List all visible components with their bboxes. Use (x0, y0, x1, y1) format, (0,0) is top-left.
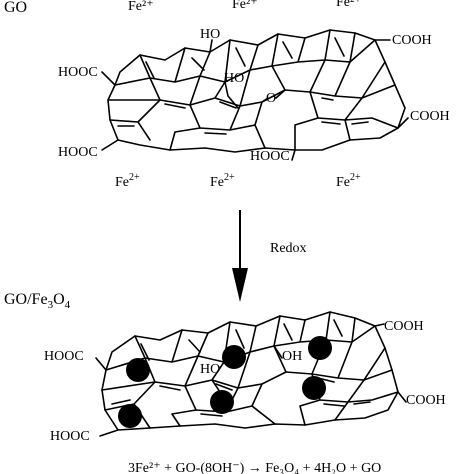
go-fe3o4-oh-bond (273, 345, 283, 359)
fe-ion-bottom-2-charge: 2+ (224, 172, 235, 183)
fe-ion-bottom-1-symbol: Fe (115, 175, 129, 190)
fe3o4-particle-4 (118, 404, 142, 428)
go-fe3o4-label-sub1: 3 (48, 299, 54, 311)
go-o-bridge-bonds (261, 89, 286, 103)
go-sheet-rings-row1 (139, 29, 376, 83)
go-cooh-bond-right (397, 117, 409, 129)
svg-text:Fe2+: Fe2+ (210, 172, 235, 190)
go-fe3o4-ho-mid: HO (200, 362, 220, 377)
redox-arrow-head (232, 268, 248, 302)
go-fe3o4-hooc-bond-left (95, 357, 107, 371)
go-fe3o4-rings-row3 (104, 373, 399, 429)
go-fe3o4-sheet-structure (95, 311, 407, 437)
fe-ion-bottom-3: Fe2+ (336, 172, 361, 190)
redox-label: Redox (270, 241, 307, 256)
go-fe3o4-label-prefix: GO/Fe (4, 291, 48, 308)
go-hooc-bottom-mid: HOOC (250, 149, 290, 164)
go-fe3o4-label-sub2: 4 (65, 299, 71, 311)
go-sheet-structure (101, 29, 409, 161)
fe-ion-bottom-1-charge: 2+ (129, 172, 140, 183)
fe-ion-top-3: Fe²⁺ (336, 0, 362, 10)
svg-text:Fe2+: Fe2+ (336, 172, 361, 190)
go-o-bridge: O (266, 91, 276, 106)
go-label: GO (4, 0, 27, 16)
go-fe3o4-cooh-right: COOH (406, 393, 446, 408)
go-cooh-right: COOH (410, 109, 450, 124)
go-fe3o4-cooh-top-right: COOH (384, 319, 424, 334)
go-fe3o4-hooc-bottom-left: HOOC (50, 429, 90, 444)
fe-ion-top-2: Fe²⁺ (232, 0, 258, 12)
reaction-equation: 3Fe²⁺ + GO-(8OH⁻) → Fe₃O₄ + 4H₂O + GO (128, 461, 381, 474)
go-cooh-top-right: COOH (392, 33, 432, 48)
go-sheet-outline (107, 29, 406, 153)
fe-ion-bottom-3-charge: 2+ (350, 172, 361, 183)
go-fe3o4-oh-mid: OH (282, 349, 302, 364)
go-fe3o4-hooc-left: HOOC (44, 349, 84, 364)
fe-ion-bottom-2-symbol: Fe (210, 175, 224, 190)
go-sheet-rings-row3 (109, 91, 399, 151)
go-fe3o4-label: GO/Fe3O4 (4, 291, 71, 311)
redox-arrow (232, 210, 248, 302)
fe-ion-bottom-2: Fe2+ (210, 172, 235, 190)
fe-ion-top-1: Fe²⁺ (128, 0, 154, 14)
go-oh-mid: HO (224, 71, 244, 86)
fe3o4-particle-1 (126, 358, 150, 382)
go-oh-bond-top (209, 39, 213, 53)
go-fe3o4-cooh-bond-top (374, 323, 385, 327)
go-fe3o4-rings-row1 (134, 311, 376, 363)
fe3o4-particle-2 (222, 345, 246, 369)
go-fe3o4-ho-bond (211, 379, 221, 393)
svg-text:Fe2+: Fe2+ (115, 172, 140, 190)
go-fe3o4-hooc-bond-bottom (99, 429, 119, 437)
fe-ion-bottom-1: Fe2+ (115, 172, 140, 190)
go-hooc-bottom-left: HOOC (58, 145, 98, 160)
fe3o4-particle-5 (210, 390, 234, 414)
go-hooc-bond-mid (291, 149, 296, 161)
fe-ion-bottom-3-symbol: Fe (336, 175, 350, 190)
go-hooc-bond-left (101, 71, 116, 86)
go-hooc-left: HOOC (58, 65, 98, 80)
fe3o4-particle-3 (308, 336, 332, 360)
go-fe3o4-double-bonds (111, 319, 371, 417)
go-ho-bond-mid (224, 81, 239, 109)
go-hooc-bond-bottom (101, 139, 119, 151)
go-oh-top: HO (200, 27, 220, 42)
fe3o4-nanoparticles (118, 336, 332, 428)
go-sheet-double-bonds (117, 37, 369, 135)
fe3o4-particle-6 (302, 376, 326, 400)
go-fe3o4-label-mid: O (53, 291, 65, 308)
go-fe3o4-cooh-bond-right (397, 391, 407, 403)
